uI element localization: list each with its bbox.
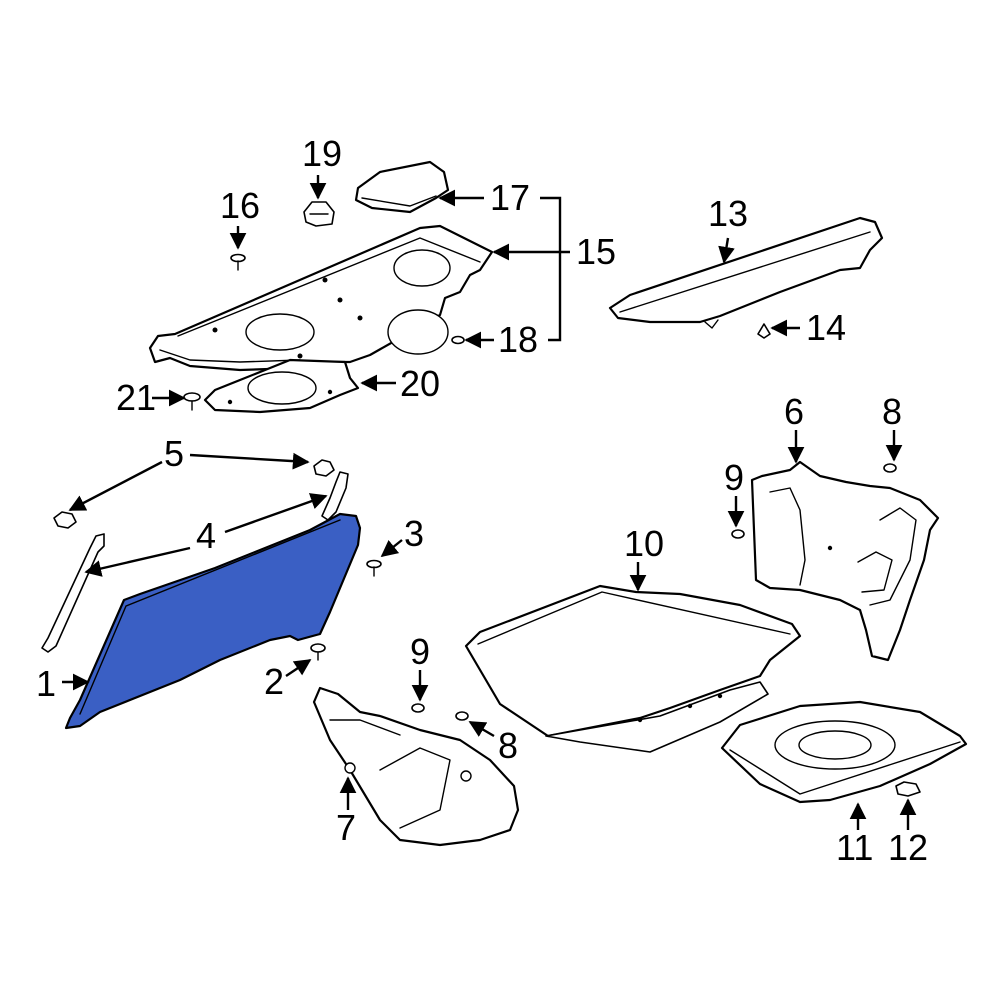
- callout-18: 18: [498, 319, 538, 360]
- callout-17: 17: [490, 177, 530, 218]
- callout-9-center: 9: [410, 631, 430, 672]
- trunk-floor-mat[interactable]: [464, 584, 802, 753]
- screw-3[interactable]: [366, 559, 382, 577]
- grommet-18[interactable]: [451, 335, 465, 345]
- callout-15: 15: [576, 231, 616, 272]
- callout-6: 6: [784, 391, 804, 432]
- screw-2[interactable]: [310, 643, 326, 661]
- push-pin-8-center[interactable]: [455, 711, 469, 721]
- callout-1: 1: [36, 663, 56, 704]
- right-side-trim[interactable]: [750, 460, 940, 662]
- callout-16: 16: [220, 185, 260, 226]
- callout-19: 19: [302, 133, 342, 174]
- callout-21: 21: [116, 377, 156, 418]
- callout-9-right: 9: [724, 457, 744, 498]
- tray-cover[interactable]: [354, 160, 450, 214]
- callouts: 19 16 17 15 18 13 14 21 20 5 4 3 2 1 6 8…: [36, 133, 928, 868]
- callout-20: 20: [400, 363, 440, 404]
- callout-4: 4: [196, 515, 216, 556]
- callout-11: 11: [836, 827, 873, 868]
- callout-8-center: 8: [498, 725, 518, 766]
- package-tray-trim[interactable]: [148, 224, 494, 372]
- callout-14: 14: [806, 307, 846, 348]
- bolt-5-right[interactable]: [313, 459, 335, 477]
- callout-2: 2: [264, 661, 284, 702]
- clip-19[interactable]: [303, 201, 335, 227]
- side-trim-panel[interactable]: [64, 512, 362, 730]
- leader-lines: [62, 175, 917, 830]
- callout-8-right: 8: [882, 391, 902, 432]
- lower-tray-panel[interactable]: [203, 358, 360, 414]
- clip-14[interactable]: [757, 323, 771, 339]
- push-pin-16[interactable]: [230, 253, 246, 271]
- push-pin-9-right[interactable]: [731, 529, 745, 539]
- push-pin-21[interactable]: [183, 392, 201, 411]
- clip-12[interactable]: [895, 781, 921, 797]
- cargo-cover[interactable]: [608, 216, 884, 329]
- callout-5: 5: [164, 433, 184, 474]
- spare-tire-cover[interactable]: [720, 700, 968, 804]
- bolt-5-left[interactable]: [53, 511, 77, 529]
- push-pin-8-right[interactable]: [883, 463, 897, 473]
- callout-10: 10: [624, 523, 664, 564]
- callout-13: 13: [708, 193, 748, 234]
- left-side-trim[interactable]: [312, 686, 520, 847]
- callout-7: 7: [336, 807, 356, 848]
- callout-3: 3: [404, 513, 424, 554]
- push-pin-9-center[interactable]: [411, 703, 425, 713]
- callout-12: 12: [888, 827, 928, 868]
